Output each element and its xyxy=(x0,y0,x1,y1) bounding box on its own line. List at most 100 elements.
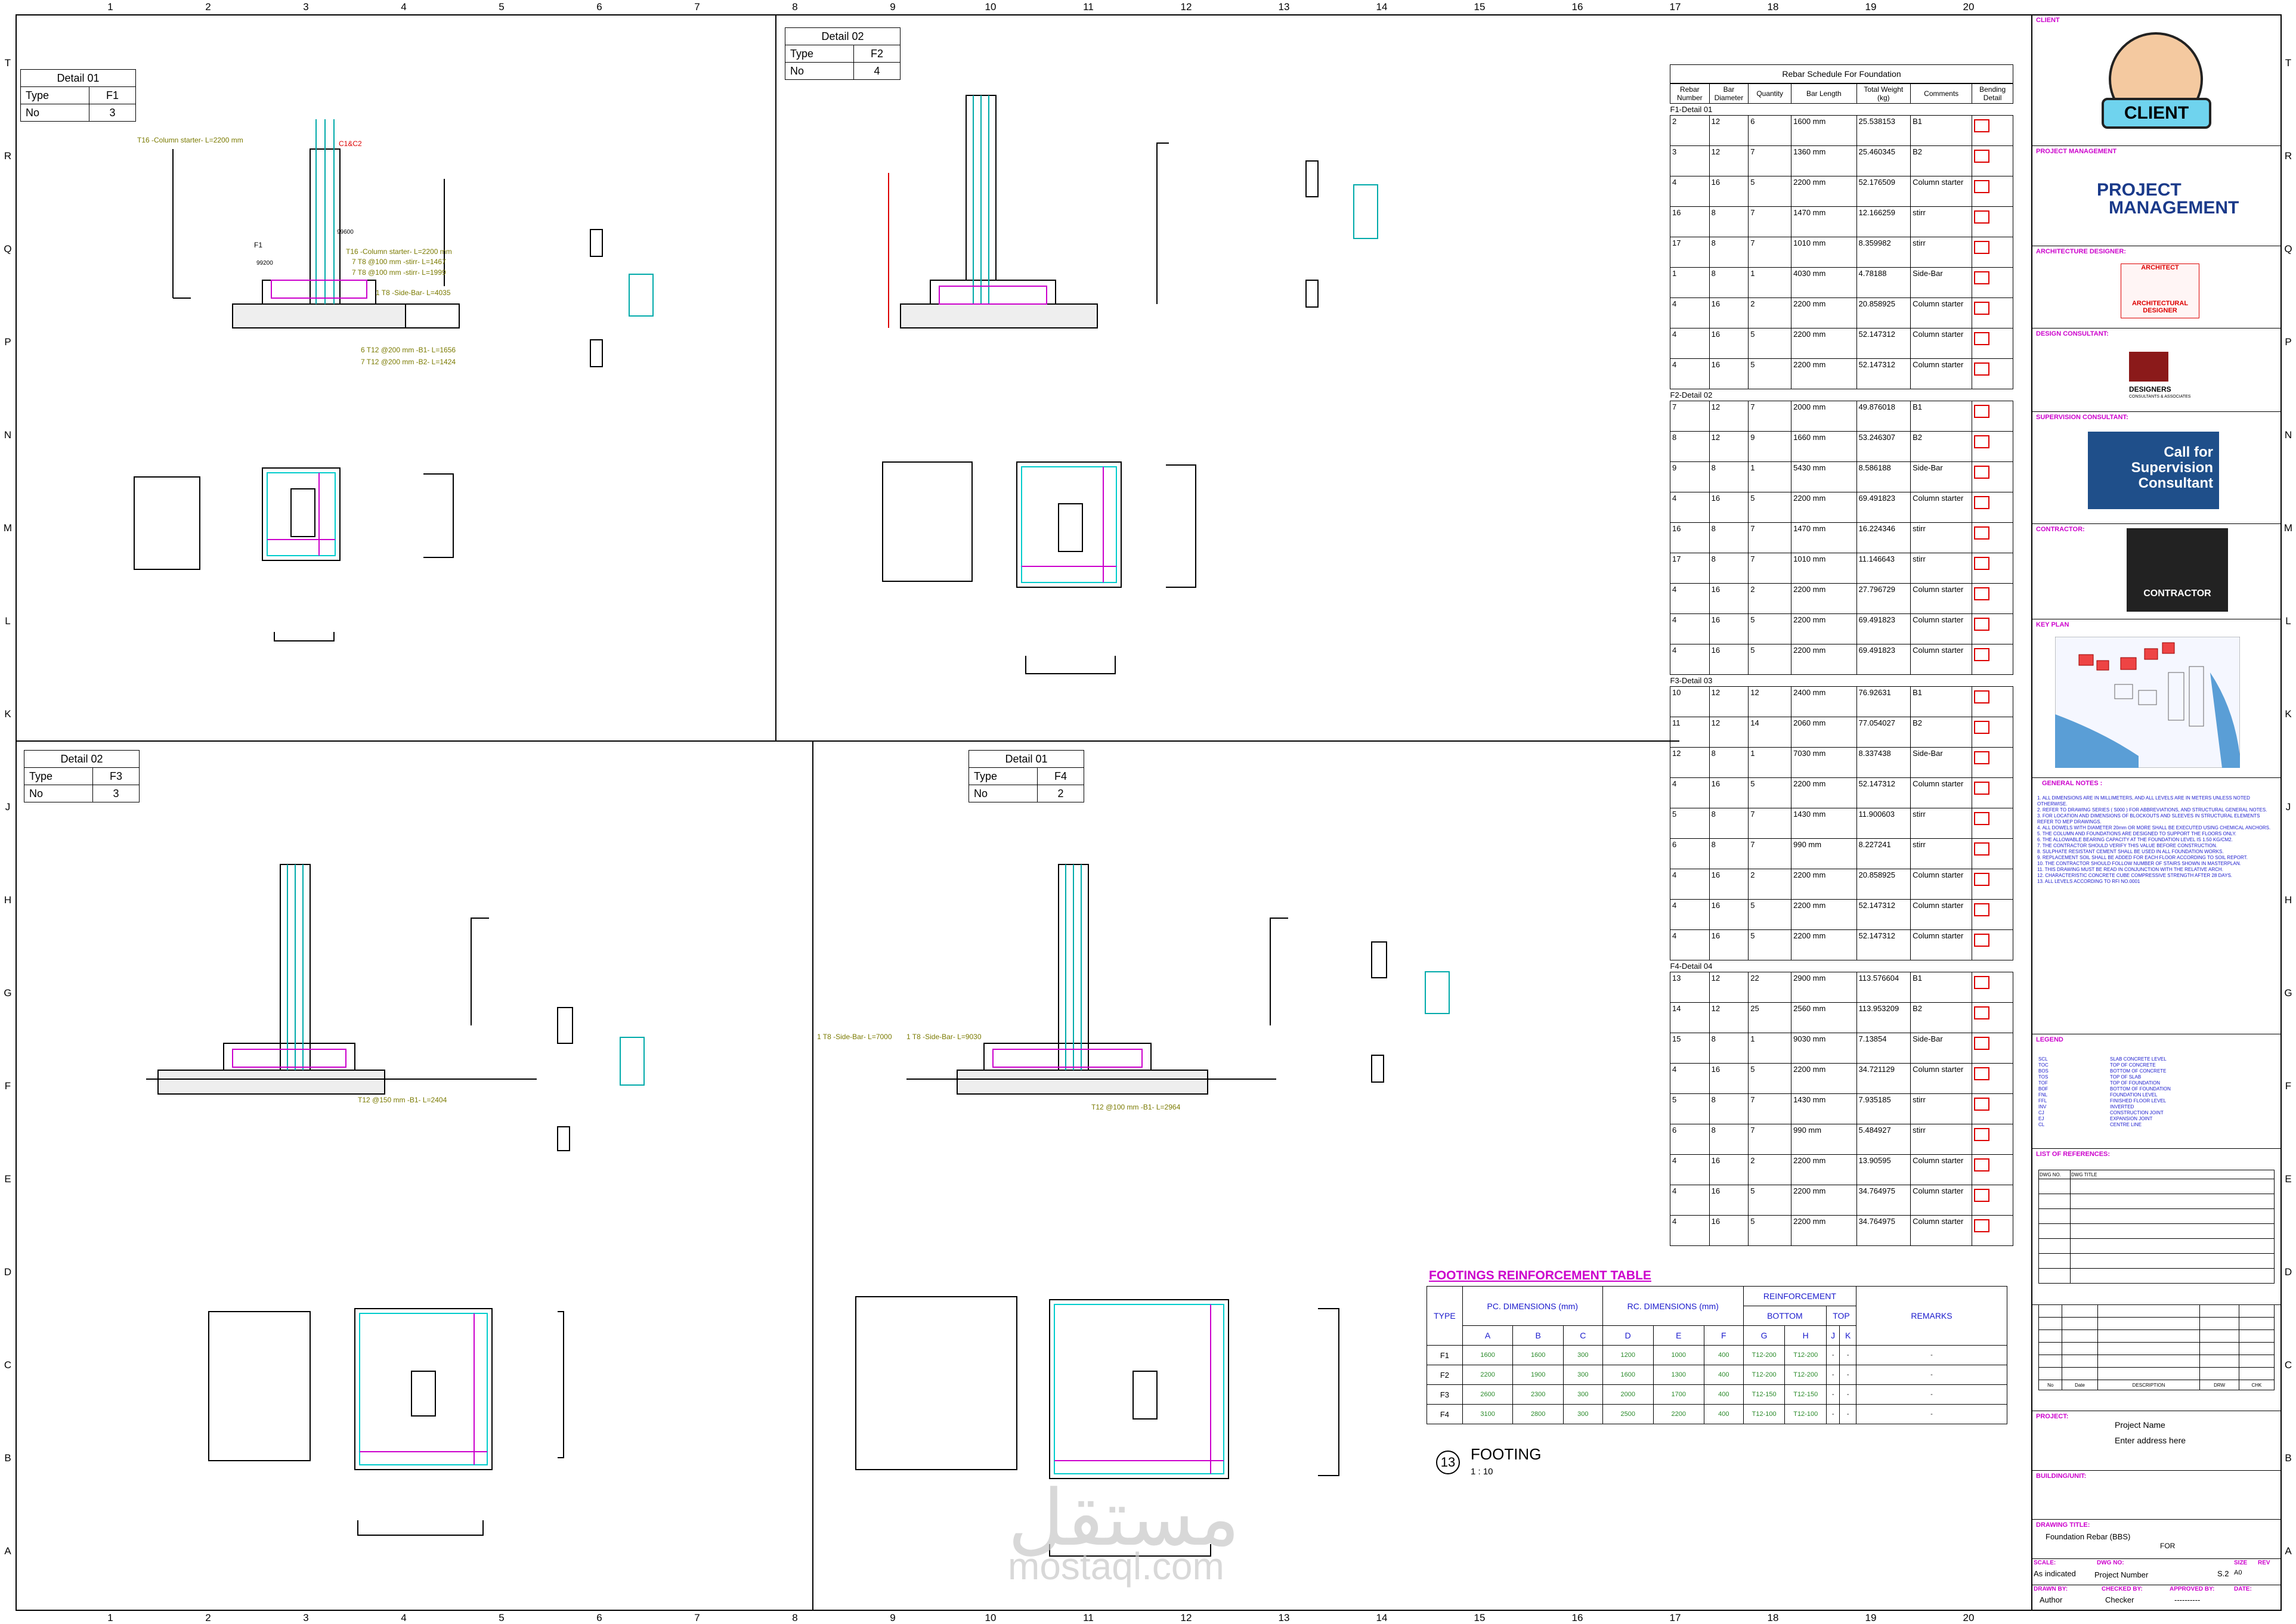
grid-column-label: 9 xyxy=(890,1612,896,1623)
table-cell: - xyxy=(1839,1384,1856,1405)
grid-row-label: E xyxy=(2285,1173,2292,1185)
table-cell: 300 xyxy=(1562,1365,1603,1385)
table-cell: Column starter xyxy=(1910,492,1973,523)
table-cell: 8 xyxy=(1709,206,1749,237)
label-stirrup: 7 T8 @100 mm -stirr- L=1999 xyxy=(352,268,446,277)
table-cell: 1 xyxy=(1748,461,1792,492)
table-cell: 4 xyxy=(1670,899,1710,930)
table-cell: 7.935185 xyxy=(1856,1093,1911,1124)
f1-plan xyxy=(134,467,454,641)
revision-column-header: DRW xyxy=(2199,1380,2239,1390)
footing-column-header: A xyxy=(1462,1325,1514,1346)
table-cell: 12 xyxy=(1709,115,1749,146)
grid-column-label: 6 xyxy=(596,1612,602,1623)
table-cell: stirr xyxy=(1910,1124,1973,1155)
grid-row-label: F xyxy=(2285,1080,2292,1092)
table-cell: 2200 mm xyxy=(1791,613,1857,644)
grid-row-label: J xyxy=(2285,801,2291,813)
table-cell: 76.92631 xyxy=(1856,686,1911,717)
label-level: 99600 xyxy=(337,229,354,235)
footing-table-title: FOOTINGS REINFORCEMENT TABLE xyxy=(1429,1269,1651,1282)
table-cell: 16 xyxy=(1709,176,1749,207)
footing-column-header: D xyxy=(1602,1325,1654,1346)
table-cell: 2000 mm xyxy=(1791,401,1857,432)
bar-shape-icon xyxy=(1974,150,1990,163)
table-cell: 5 xyxy=(1748,929,1792,960)
view-number: 13 xyxy=(1436,1451,1460,1474)
table-cell: 9 xyxy=(1670,461,1710,492)
table-cell: 400 xyxy=(1703,1345,1744,1365)
grid-row-label: A xyxy=(2285,1545,2292,1557)
grid-row-label: R xyxy=(2284,150,2292,162)
table-cell: 52.147312 xyxy=(1856,929,1911,960)
table-cell: 990 mm xyxy=(1791,1124,1857,1155)
general-notes-list: 1. ALL DIMENSIONS ARE IN MILLIMETERS, AN… xyxy=(2037,795,2276,885)
table-cell: 8 xyxy=(1709,267,1749,298)
table-cell: 22 xyxy=(1748,972,1792,1003)
table-cell: 4 xyxy=(1670,328,1710,359)
table-cell: 34.764975 xyxy=(1856,1185,1911,1216)
grid-column-label: 20 xyxy=(1963,1,1975,13)
table-cell: stirr xyxy=(1910,206,1973,237)
table-cell: Column starter xyxy=(1910,777,1973,808)
rebar-group-name: F1-Detail 01 xyxy=(1670,105,1713,114)
table-cell: stirr xyxy=(1910,553,1973,584)
rebar-schedule: Rebar Schedule For Foundation Rebar Numb… xyxy=(1670,64,2013,1246)
table-cell: 25 xyxy=(1748,1002,1792,1033)
table-cell: 14 xyxy=(1748,717,1792,748)
bending-detail xyxy=(1972,1002,2013,1033)
table-cell: 2200 mm xyxy=(1791,899,1857,930)
rebar-group-header: F2-Detail 02 xyxy=(1670,389,2013,401)
bending-detail xyxy=(1972,1185,2013,1216)
grid-column-label: 19 xyxy=(1865,1612,1877,1623)
grid-column-label: 7 xyxy=(694,1612,700,1623)
grid-column-label: 15 xyxy=(1474,1612,1486,1623)
bending-detail xyxy=(1972,929,2013,960)
table-cell: 2200 mm xyxy=(1791,176,1857,207)
table-cell: Column starter xyxy=(1910,1215,1973,1246)
table-cell: Side-Bar xyxy=(1910,1033,1973,1064)
table-cell: 1470 mm xyxy=(1791,522,1857,553)
detail-no: 2 xyxy=(1036,785,1085,802)
table-cell: 5 xyxy=(1748,1185,1792,1216)
grid-column-label: 3 xyxy=(303,1612,309,1623)
table-cell: 7 xyxy=(1748,1124,1792,1155)
revision-column-header: Date xyxy=(2062,1380,2098,1390)
legend-abbr: FNL xyxy=(2038,1092,2048,1098)
table-cell: 2200 mm xyxy=(1791,1185,1857,1216)
table-cell: 5 xyxy=(1748,777,1792,808)
table-cell: 1200 xyxy=(1602,1345,1654,1365)
table-cell: 7.13854 xyxy=(1856,1033,1911,1064)
grid-column-label: 11 xyxy=(1083,1612,1094,1623)
tb-design-consultant: DESIGN CONSULTANT: DESIGNERS CONSULTANTS… xyxy=(2031,328,2282,412)
tb-references: LIST OF REFERENCES: DWG NO.DWG TITLE xyxy=(2031,1148,2282,1305)
f3-plan xyxy=(208,1308,564,1536)
table-cell: 5.484927 xyxy=(1856,1124,1911,1155)
general-note: 8. SULPHATE RESISTANT CEMENT SHALL BE US… xyxy=(2037,849,2224,854)
table-cell: 4 xyxy=(1670,929,1710,960)
bar-shape-icon xyxy=(1974,302,1990,315)
table-cell: T12-150 xyxy=(1743,1384,1786,1405)
bending-detail xyxy=(1972,717,2013,748)
grid-column-label: 13 xyxy=(1278,1,1290,13)
table-cell: Column starter xyxy=(1910,869,1973,900)
bar-shape-icon xyxy=(1974,119,1990,132)
label-bottom-bars: 6 T12 @200 mm -B1- L=1656 xyxy=(361,346,456,354)
general-note: 9. REPLACEMENT SOIL SHALL BE ADDED FOR E… xyxy=(2037,855,2248,860)
table-cell: 4 xyxy=(1670,358,1710,389)
table-cell: 12 xyxy=(1709,972,1749,1003)
bending-detail xyxy=(1972,401,2013,432)
table-cell: 2 xyxy=(1748,583,1792,614)
grid-row-label: F xyxy=(4,1080,11,1092)
bending-detail xyxy=(1972,522,2013,553)
bar-shape-icon xyxy=(1974,362,1990,376)
